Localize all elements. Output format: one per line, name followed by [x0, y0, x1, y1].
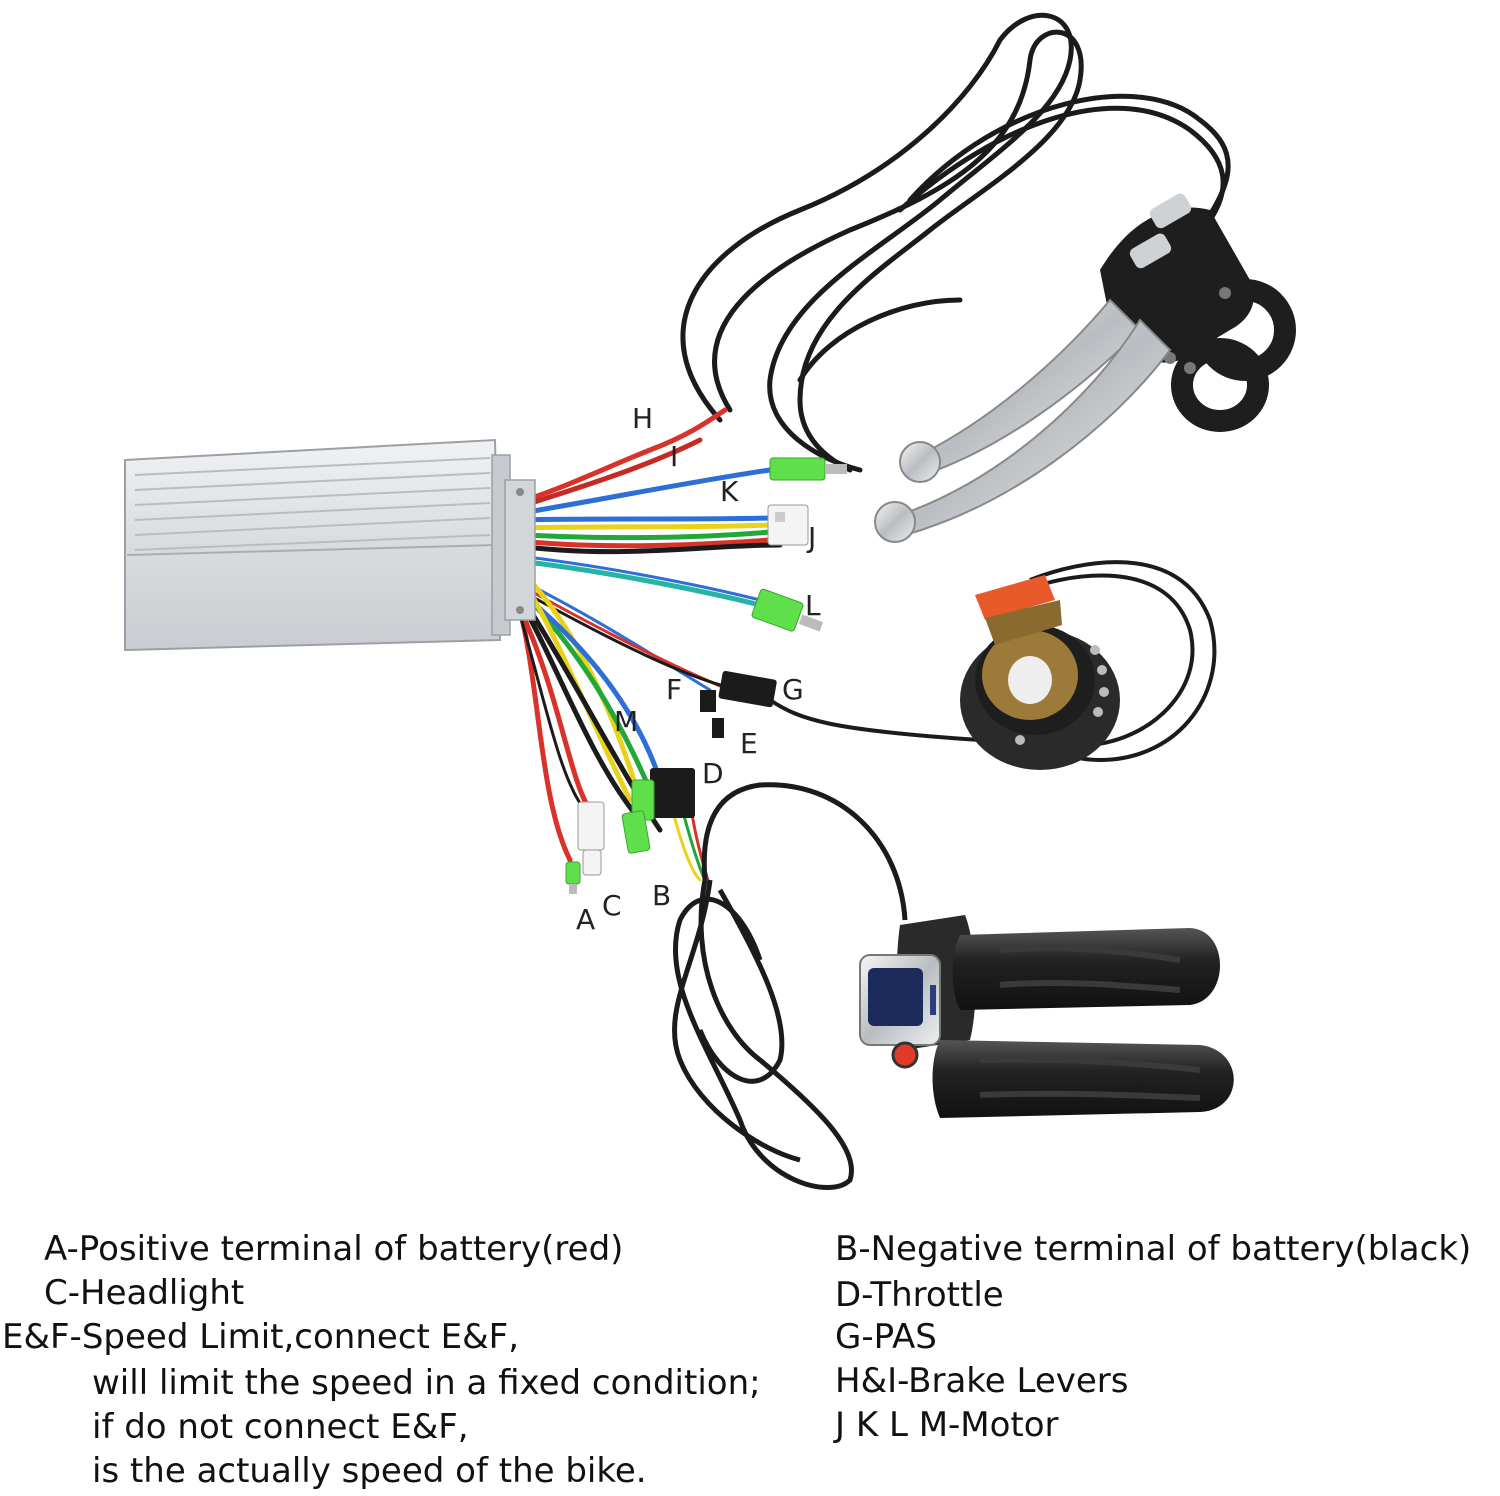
legend-hi: H&I-Brake Levers: [835, 1361, 1129, 1401]
label-i: I: [670, 440, 679, 473]
label-a: A: [576, 903, 596, 936]
label-h: H: [632, 402, 654, 435]
label-j: J: [808, 521, 817, 554]
label-m: M: [614, 705, 639, 738]
controller-box-icon: [124, 438, 536, 652]
wiring-diagram: H I K J L F G M E D B C A: [124, 12, 1296, 1190]
legend-ef-line4: is the actually speed of the bike.: [92, 1451, 647, 1491]
legend-b: B-Negative terminal of battery(black): [835, 1229, 1472, 1269]
legend-a: A-Positive terminal of battery(red): [44, 1229, 624, 1269]
label-c: C: [602, 889, 622, 922]
wiring-illustration: [124, 12, 1296, 1190]
legend-g: G-PAS: [835, 1317, 937, 1357]
throttle-cable: [671, 782, 908, 1190]
label-k: K: [720, 475, 739, 508]
label-g: G: [782, 673, 804, 706]
brake-lever-icon: [874, 193, 1296, 543]
legend-d: D-Throttle: [835, 1275, 1004, 1315]
legend-c: C-Headlight: [44, 1273, 245, 1313]
throttle-grip-icon: [859, 915, 1234, 1118]
pas-sensor-icon: [960, 575, 1120, 770]
legend-ef: E&F-Speed Limit,connect E&F,: [2, 1317, 520, 1357]
legend-ef-line3: if do not connect E&F,: [92, 1407, 469, 1447]
brake-cables: [680, 12, 1231, 473]
legend-ef-line2: will limit the speed in a fixed conditio…: [92, 1363, 761, 1403]
label-e: E: [740, 727, 758, 760]
label-b: B: [652, 879, 672, 912]
connectors: [565, 457, 847, 894]
label-f: F: [666, 673, 683, 706]
legend-jklm: J K L M-Motor: [835, 1405, 1059, 1445]
label-l: L: [805, 589, 821, 622]
label-d: D: [702, 757, 724, 790]
